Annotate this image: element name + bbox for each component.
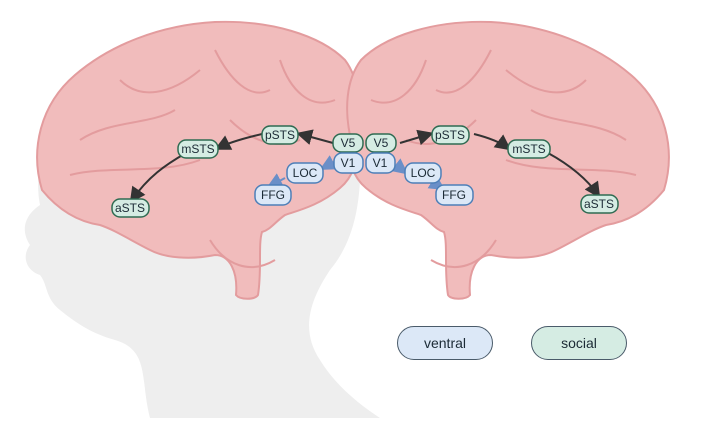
node-psts-left: pSTS — [261, 125, 299, 145]
right-nodes: V5 V1 pSTS mSTS aSTS LOC FFG — [365, 125, 619, 214]
right-social-arrows — [399, 129, 601, 199]
arrow-v5-to-psts-right — [399, 129, 434, 146]
node-psts-right: pSTS — [431, 125, 470, 145]
left-brain — [36, 20, 360, 300]
node-v5-left-label: V5 — [341, 136, 356, 150]
node-v5-right: V5 — [365, 133, 397, 153]
node-loc-right-label: LOC — [411, 166, 436, 180]
node-loc-right: LOC — [404, 162, 442, 184]
node-v5-left: V5 — [332, 133, 364, 153]
arrow-v1-to-loc-right — [390, 158, 409, 175]
node-asts-right-label: aSTS — [584, 197, 614, 211]
legend-ventral: ventral — [397, 326, 493, 360]
node-loc-left-label: LOC — [293, 166, 318, 180]
node-psts-left-label: pSTS — [265, 128, 295, 142]
node-ffg-right-label: FFG — [442, 188, 466, 202]
arrow-psts-to-msts-right — [473, 133, 512, 151]
node-v1-left: V1 — [333, 152, 364, 174]
arrow-v1-to-loc-left — [319, 155, 338, 170]
node-msts-left-label: mSTS — [181, 142, 214, 156]
node-v1-right: V1 — [365, 152, 396, 174]
legend-social: social — [531, 326, 627, 360]
node-asts-right: aSTS — [580, 194, 619, 214]
arrow-msts-to-asts-right — [547, 152, 601, 199]
node-ffg-right: FFG — [435, 184, 474, 206]
node-asts-left: aSTS — [111, 198, 150, 218]
node-psts-right-label: pSTS — [435, 128, 465, 142]
node-v5-right-label: V5 — [374, 136, 389, 150]
node-asts-left-label: aSTS — [115, 201, 145, 215]
node-loc-left: LOC — [286, 162, 324, 184]
node-msts-left: mSTS — [177, 139, 219, 159]
arrow-psts-to-msts-left — [214, 133, 263, 150]
node-ffg-left: FFG — [254, 184, 292, 206]
node-msts-right-label: mSTS — [512, 142, 545, 156]
right-brain — [346, 20, 670, 300]
left-nodes: V5 V1 pSTS mSTS aSTS LOC FFG — [111, 125, 364, 218]
node-v1-left-label: V1 — [341, 156, 356, 170]
arrow-v5-to-psts-left — [296, 129, 334, 145]
node-v1-right-label: V1 — [373, 156, 388, 170]
node-msts-right: mSTS — [507, 139, 551, 159]
node-ffg-left-label: FFG — [261, 188, 285, 202]
